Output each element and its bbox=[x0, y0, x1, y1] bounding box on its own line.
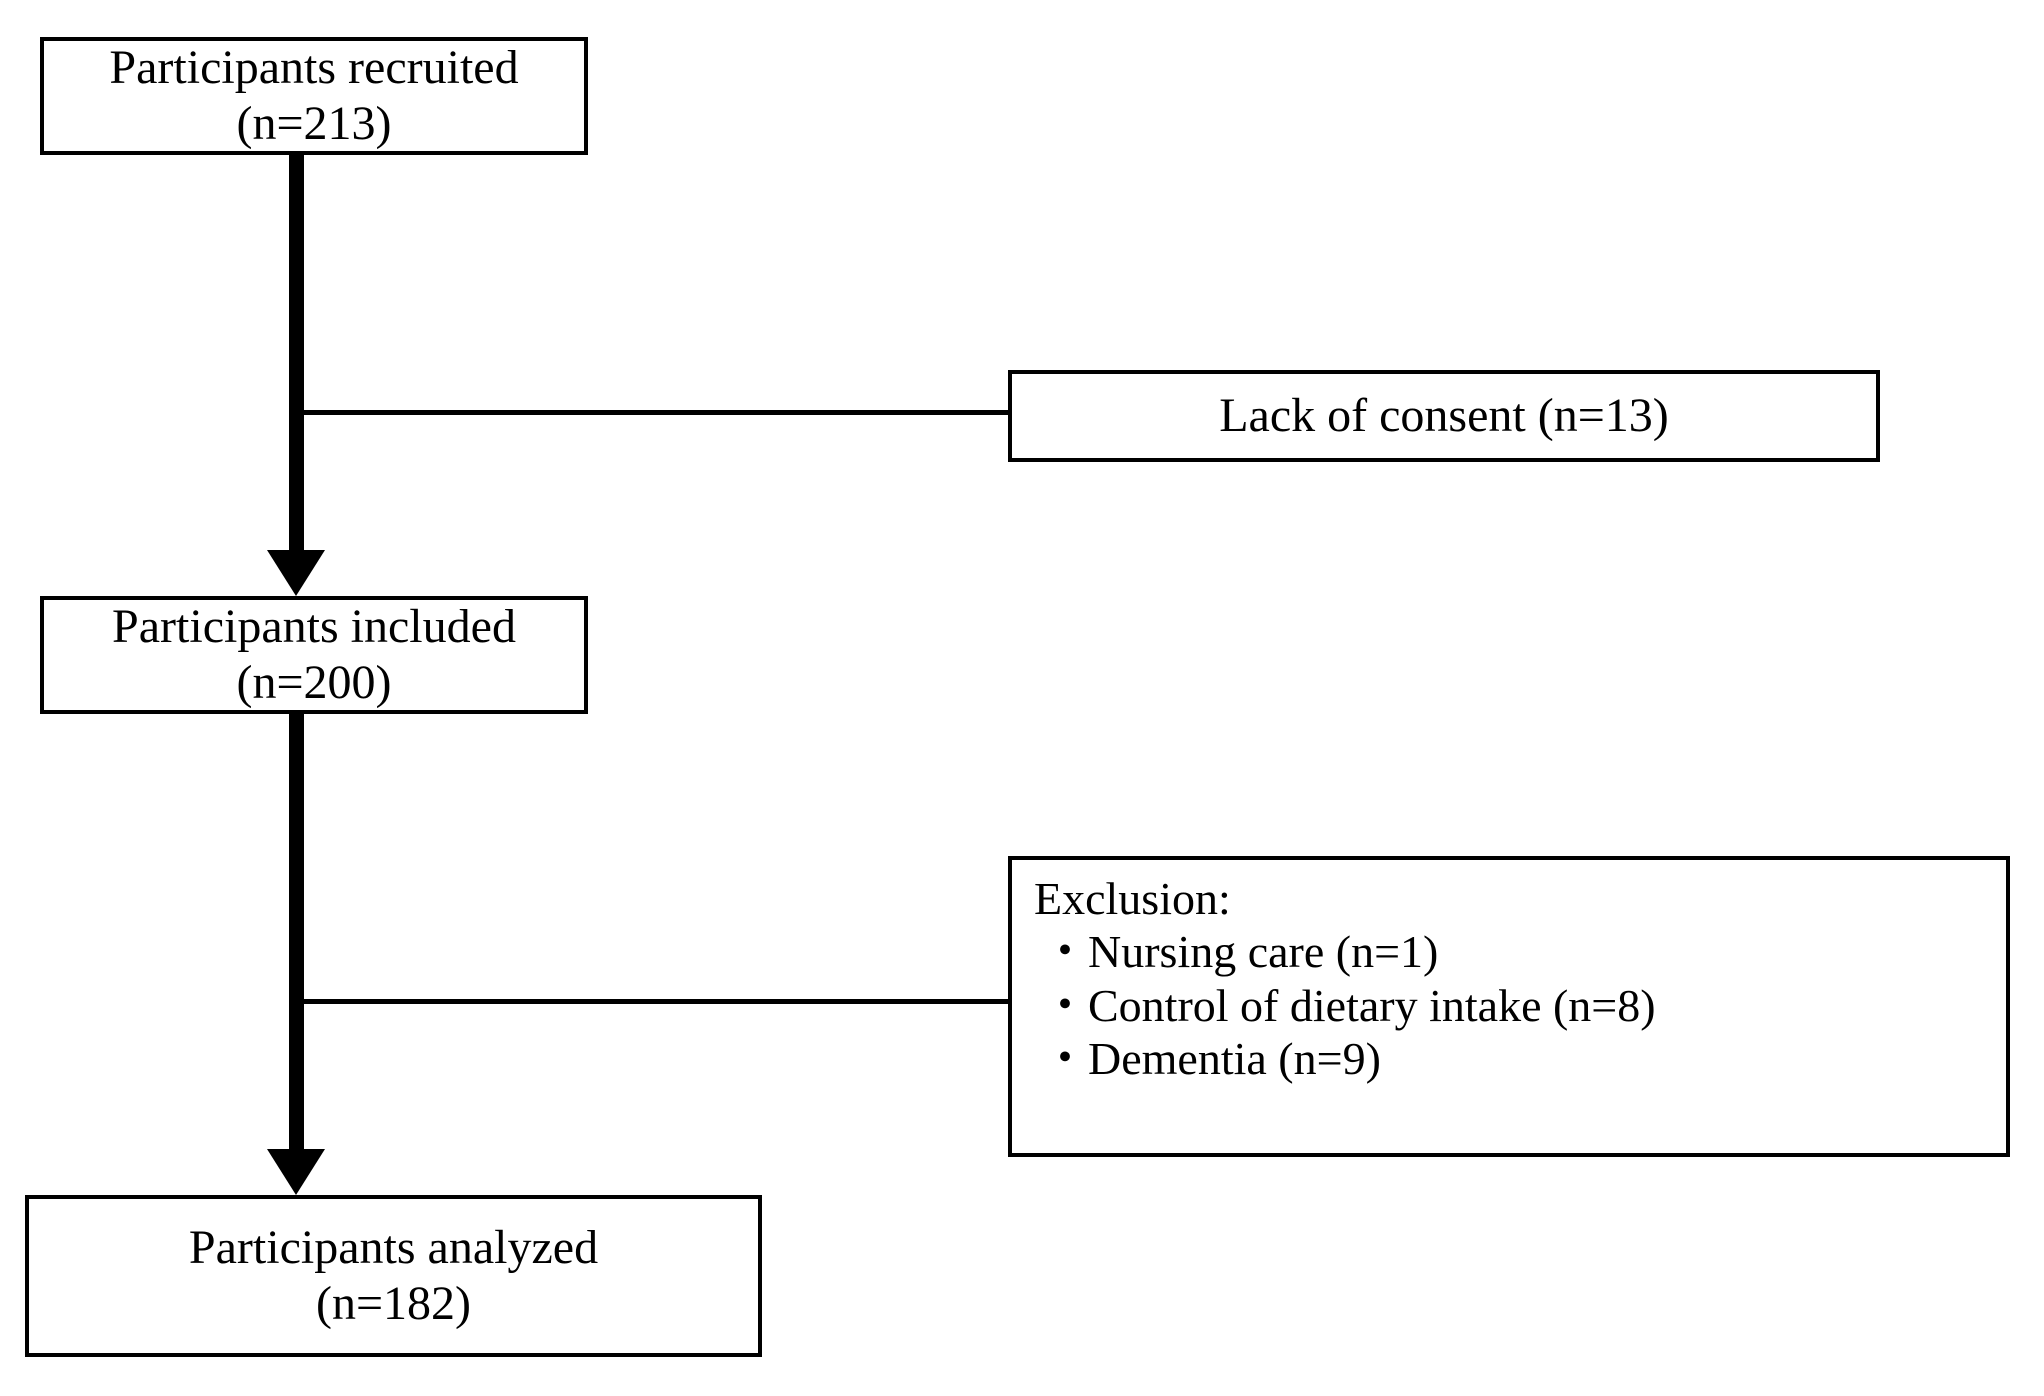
node-analyzed-line2: (n=182) bbox=[315, 1277, 472, 1330]
connector-branch-lack-of-consent bbox=[296, 410, 1010, 415]
node-lack-of-consent-label: Lack of consent (n=13) bbox=[1219, 389, 1669, 443]
node-exclusion-item-dietary-intake: ・Control of dietary intake (n=8) bbox=[1042, 979, 1656, 1031]
node-recruited-line1: Participants recruited bbox=[109, 41, 519, 95]
node-lack-of-consent: Lack of consent (n=13) bbox=[1008, 370, 1880, 462]
node-participants-recruited: Participants recruited (n=213) bbox=[40, 37, 588, 155]
connector-recruited-to-included bbox=[289, 155, 304, 552]
node-participants-analyzed: Participants analyzed (n=182) bbox=[25, 1195, 762, 1357]
node-included-line1: Participants included bbox=[112, 600, 516, 654]
node-participants-included: Participants included (n=200) bbox=[40, 596, 588, 714]
node-exclusion: Exclusion: ・Nursing care (n=1) ・Control … bbox=[1008, 856, 2010, 1157]
node-analyzed-line1: Participants analyzed bbox=[188, 1221, 599, 1275]
node-recruited-line2: (n=213) bbox=[236, 97, 392, 150]
connector-branch-exclusion bbox=[296, 999, 1010, 1004]
connector-included-to-analyzed bbox=[289, 714, 304, 1151]
arrowhead-included bbox=[267, 550, 325, 596]
node-exclusion-item-nursing-care: ・Nursing care (n=1) bbox=[1042, 926, 1439, 978]
node-exclusion-heading: Exclusion: bbox=[1034, 873, 1231, 924]
node-included-line2: (n=200) bbox=[236, 656, 392, 709]
node-exclusion-item-dementia: ・Dementia (n=9) bbox=[1042, 1033, 1381, 1085]
arrowhead-analyzed bbox=[267, 1149, 325, 1195]
